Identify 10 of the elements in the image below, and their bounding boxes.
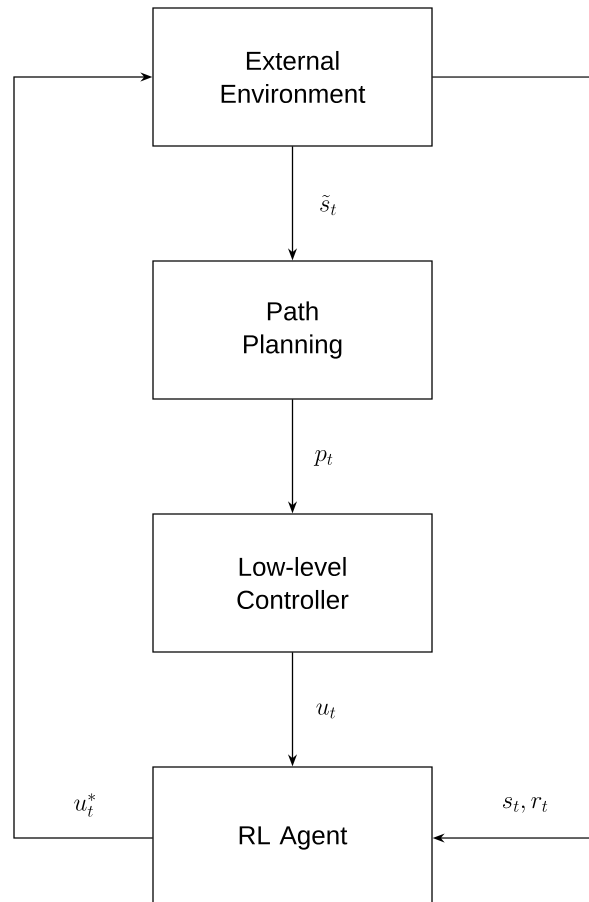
edge-label: $\tilde{s}_t$ <box>320 194 336 216</box>
edge-label: $u_t^*$ <box>74 793 95 817</box>
process-box: External Environment <box>152 7 433 147</box>
edge-label: $u_t$ <box>316 704 336 718</box>
arrow <box>13 72 152 839</box>
process-box: RL Agent <box>152 766 433 902</box>
edge-label: $s_t, r_t$ <box>502 796 548 813</box>
process-box: Low-level Controller <box>152 513 433 653</box>
process-box: Path Planning <box>152 260 433 400</box>
edge-label: $p_t$ <box>314 450 332 466</box>
